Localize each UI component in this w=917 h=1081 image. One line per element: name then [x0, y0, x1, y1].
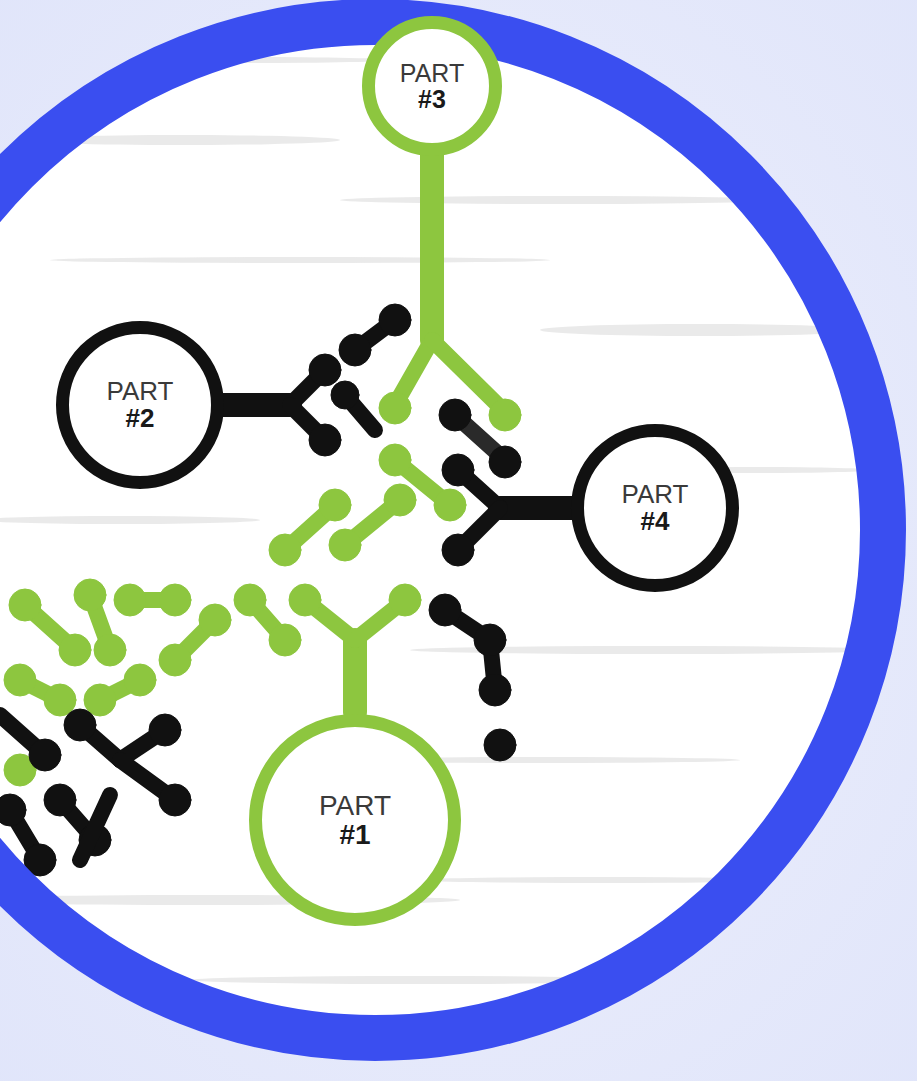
part-number: #1 — [339, 820, 370, 849]
part-circle: PART#1 — [249, 714, 461, 926]
part-number: #3 — [418, 86, 446, 112]
part-label: PART — [319, 791, 391, 820]
part-circle: PART#2 — [56, 321, 224, 489]
part-label: PART — [107, 378, 174, 405]
circle-ring — [369, 23, 496, 150]
part-label: PART — [622, 481, 689, 508]
circle-ring — [63, 328, 218, 483]
part-number: #2 — [126, 405, 155, 432]
circle-ring — [256, 721, 455, 920]
circle-ring — [578, 431, 733, 586]
part-number: #4 — [641, 508, 670, 535]
part-circle: PART#3 — [362, 16, 502, 156]
blue-ring — [0, 22, 883, 1038]
part-circle: PART#4 — [571, 424, 739, 592]
part-label: PART — [400, 60, 464, 86]
